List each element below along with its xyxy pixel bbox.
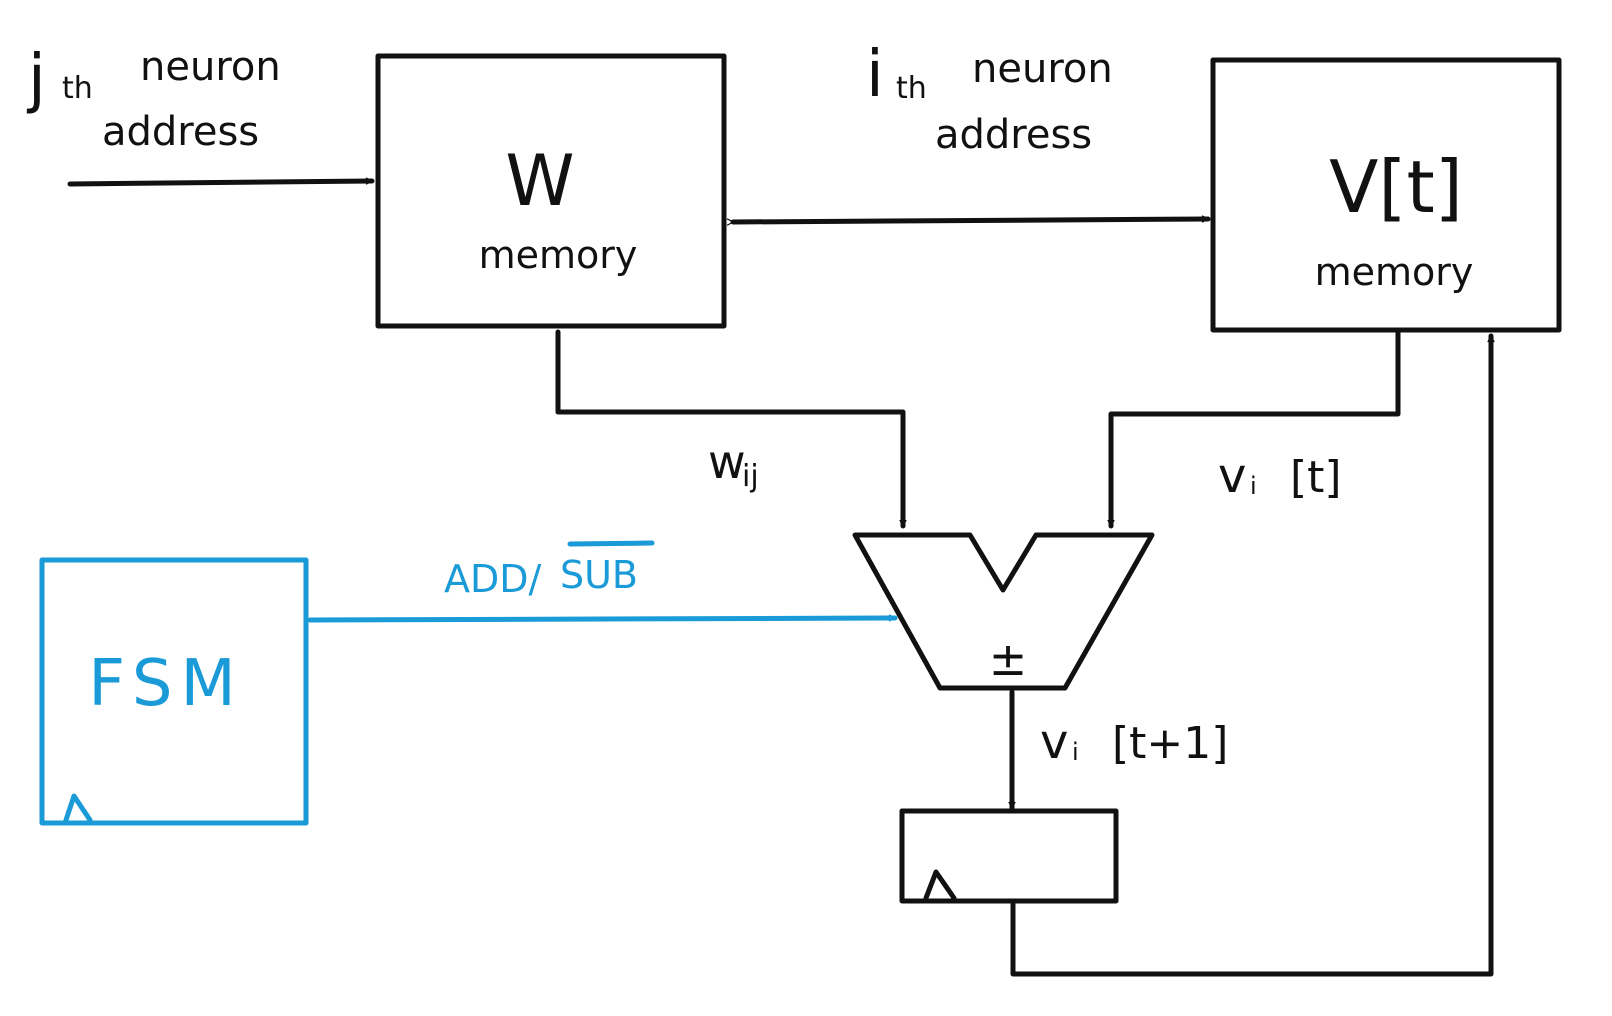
register-block	[899, 808, 1119, 904]
i-address-line2: address	[935, 112, 1092, 158]
feedback-wire	[1010, 333, 1491, 977]
fsm-clock-icon	[63, 793, 93, 823]
vi-t-subscript: i	[1250, 472, 1257, 500]
i-address-label: i th neuron address	[866, 38, 1113, 158]
fsm-label: FSM	[88, 647, 244, 721]
v-memory-block: V[t] memory	[1210, 57, 1562, 333]
vi-t-label: v i [t]	[1218, 448, 1342, 504]
wij-wire	[555, 329, 903, 529]
add-label: ADD/	[444, 557, 542, 601]
j-symbol: j	[26, 42, 46, 116]
w-memory-block: W memory	[375, 53, 727, 329]
vi-t-wire	[1111, 329, 1401, 529]
wij-label: w ij	[708, 435, 759, 494]
v-memory-symbol: V[t]	[1329, 145, 1463, 229]
w-memory-symbol: W	[505, 140, 574, 222]
vi-t-index: [t]	[1290, 452, 1342, 503]
alu-shape	[852, 532, 1155, 691]
alu-block: ±	[852, 532, 1155, 691]
j-address-arrow	[67, 181, 375, 187]
fsm-block: FSM	[39, 557, 309, 826]
alu-op: ±	[989, 632, 1028, 686]
vi-t1-index: [t+1]	[1112, 718, 1228, 769]
i-symbol: i	[866, 38, 884, 112]
i-address-double-arrow	[733, 219, 1211, 222]
j-address-line2: address	[102, 109, 259, 155]
wij-main: w	[708, 435, 746, 489]
w-memory-box	[375, 53, 727, 329]
fsm-box	[39, 557, 309, 826]
j-address-label: j th neuron address	[26, 42, 281, 155]
add-sub-wire	[307, 618, 898, 623]
j-subscript: th	[62, 71, 93, 106]
w-memory-label: memory	[479, 233, 638, 277]
sub-label: SUB	[560, 553, 638, 597]
wij-subscript: ij	[742, 459, 759, 494]
add-sub-label: ADD/ SUB	[444, 540, 655, 601]
register-clock-icon	[923, 869, 957, 901]
vi-t1-subscript: i	[1072, 738, 1079, 766]
i-subscript: th	[896, 71, 927, 106]
register-box	[899, 808, 1119, 904]
sub-overbar	[567, 540, 655, 547]
v-memory-label: memory	[1315, 250, 1474, 294]
vi-t1-main: v	[1040, 714, 1068, 770]
v-memory-box	[1210, 57, 1562, 333]
i-address-line1: neuron	[972, 46, 1113, 92]
j-address-line1: neuron	[140, 44, 281, 90]
vi-t-main: v	[1218, 448, 1246, 504]
vi-t1-label: v i [t+1]	[1040, 714, 1228, 770]
